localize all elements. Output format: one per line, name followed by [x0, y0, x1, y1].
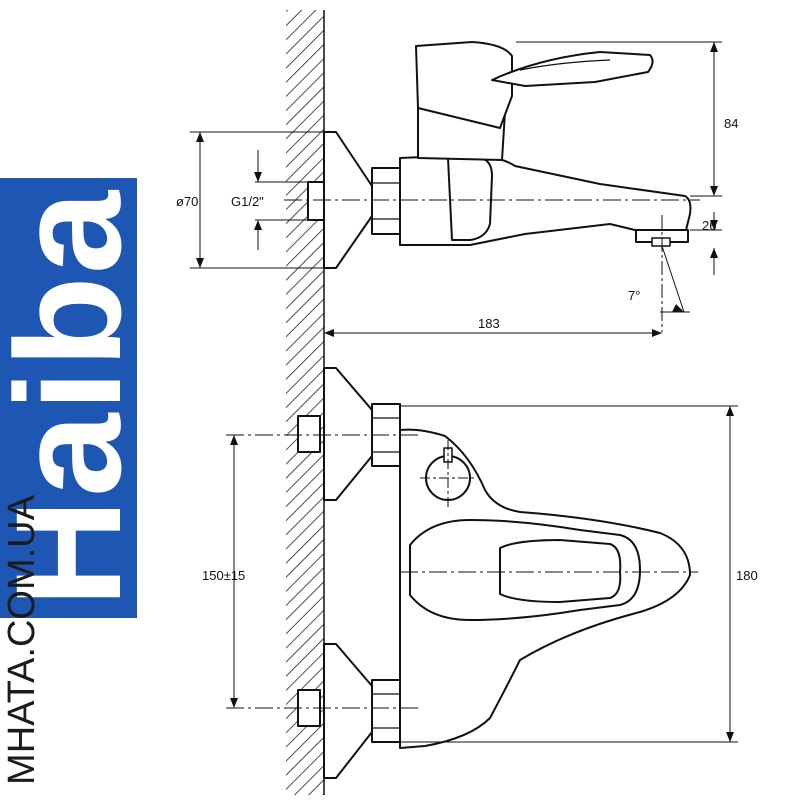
flange-upper: [323, 367, 373, 501]
dim-label-diameter: ø70: [176, 194, 198, 209]
wall: [286, 10, 325, 795]
pipe-stub-upper: [297, 415, 321, 453]
dim-label-spacing: 150±15: [202, 568, 245, 583]
dim-label-84: 84: [724, 116, 738, 131]
dim-label-thread: G1/2": [231, 194, 264, 209]
wall-hatching: [286, 10, 324, 795]
top-view-dimension-lines: [226, 405, 738, 743]
body-front-panel: [447, 157, 493, 241]
handle-grip: [499, 539, 622, 603]
top-view-arrows: [230, 406, 734, 742]
dim-label-183: 183: [478, 316, 500, 331]
handle-cap: [415, 41, 513, 129]
dim-label-angle: 7°: [628, 288, 640, 303]
flange-lower: [323, 643, 373, 779]
nut-lower: [371, 679, 401, 743]
top-view: [297, 367, 691, 779]
dim-label-26: 26: [702, 218, 716, 233]
dim-label-180: 180: [736, 568, 758, 583]
lever-handle: [491, 51, 654, 87]
brand-logo-panel: Haiba: [0, 178, 152, 618]
side-view: [307, 41, 692, 269]
watermark-url: MHATA.COM.UA: [1, 495, 43, 785]
side-view-arrows: [196, 42, 718, 337]
hex-nut: [371, 167, 401, 235]
